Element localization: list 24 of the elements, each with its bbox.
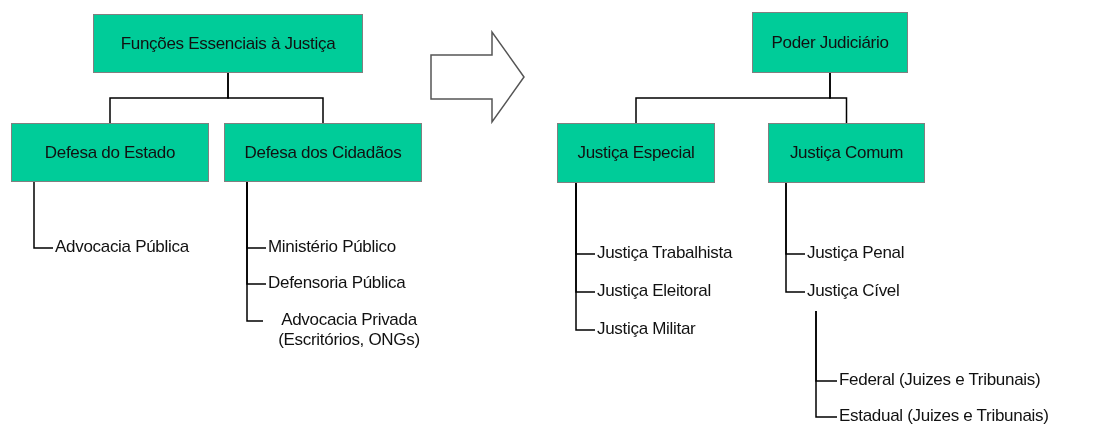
list-item: Justiça Militar (597, 319, 696, 339)
heading-box: Funções Essenciais à Justiça (93, 14, 363, 73)
list-item: Justiça Penal (807, 243, 905, 263)
connector-line (829, 72, 848, 124)
category-box: Justiça Especial (557, 123, 715, 183)
list-item: Estadual (Juizes e Tribunais) (839, 406, 1049, 426)
connector-line (575, 182, 596, 331)
list-item: Ministério Público (268, 237, 396, 257)
list-item: Justiça Cível (807, 281, 900, 301)
connector-line (785, 182, 806, 293)
list-item: Justiça Eleitoral (597, 281, 711, 301)
list-item: Advocacia Privada (Escritórios, ONGs) (265, 310, 433, 350)
list-item: Advocacia Pública (55, 237, 189, 257)
connector-line (246, 181, 264, 322)
connector-line (33, 181, 54, 249)
list-item: Justiça Trabalhista (597, 243, 733, 263)
connector-line (815, 310, 838, 418)
heading-box: Poder Judiciário (752, 12, 908, 73)
category-box: Defesa do Estado (11, 123, 209, 182)
category-box: Defesa dos Cidadãos (224, 123, 422, 182)
category-box: Justiça Comum (768, 123, 925, 183)
list-item: Defensoria Pública (268, 273, 406, 293)
connector-line (227, 72, 324, 124)
list-item: Federal (Juizes e Tribunais) (839, 370, 1041, 390)
